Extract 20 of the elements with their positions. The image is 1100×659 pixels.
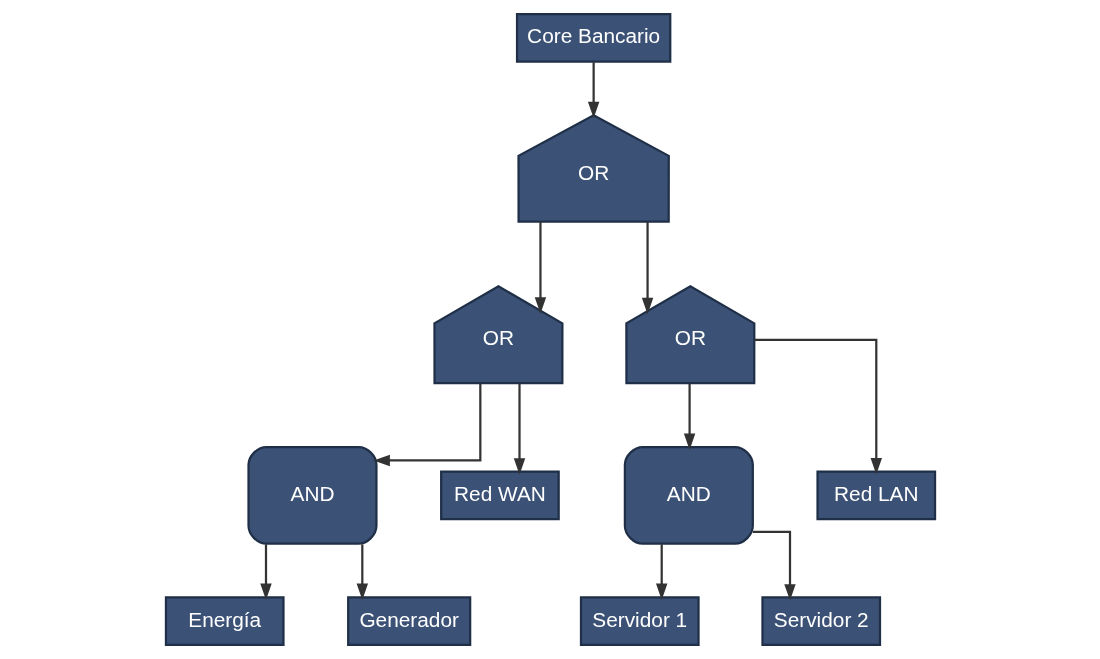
arrow — [655, 544, 667, 600]
node-box: AND — [246, 445, 378, 545]
node-box: Generador — [346, 596, 471, 646]
arrow — [534, 222, 546, 314]
arrow — [753, 338, 882, 475]
arrow — [641, 222, 653, 315]
arrow — [356, 544, 368, 600]
arrow — [513, 383, 525, 475]
node-box: Energía — [164, 596, 285, 646]
node-box: Red WAN — [439, 470, 560, 521]
arrow — [373, 383, 481, 467]
node-box: AND — [623, 445, 754, 545]
node-box: Core Bancario — [515, 13, 671, 63]
node-box: Servidor 2 — [760, 596, 881, 646]
arrow — [683, 383, 695, 450]
arrow — [752, 530, 796, 601]
node-box: Red LAN — [815, 470, 936, 521]
arrow — [259, 544, 272, 600]
arrow — [587, 62, 599, 119]
node-box: Servidor 1 — [579, 596, 700, 646]
